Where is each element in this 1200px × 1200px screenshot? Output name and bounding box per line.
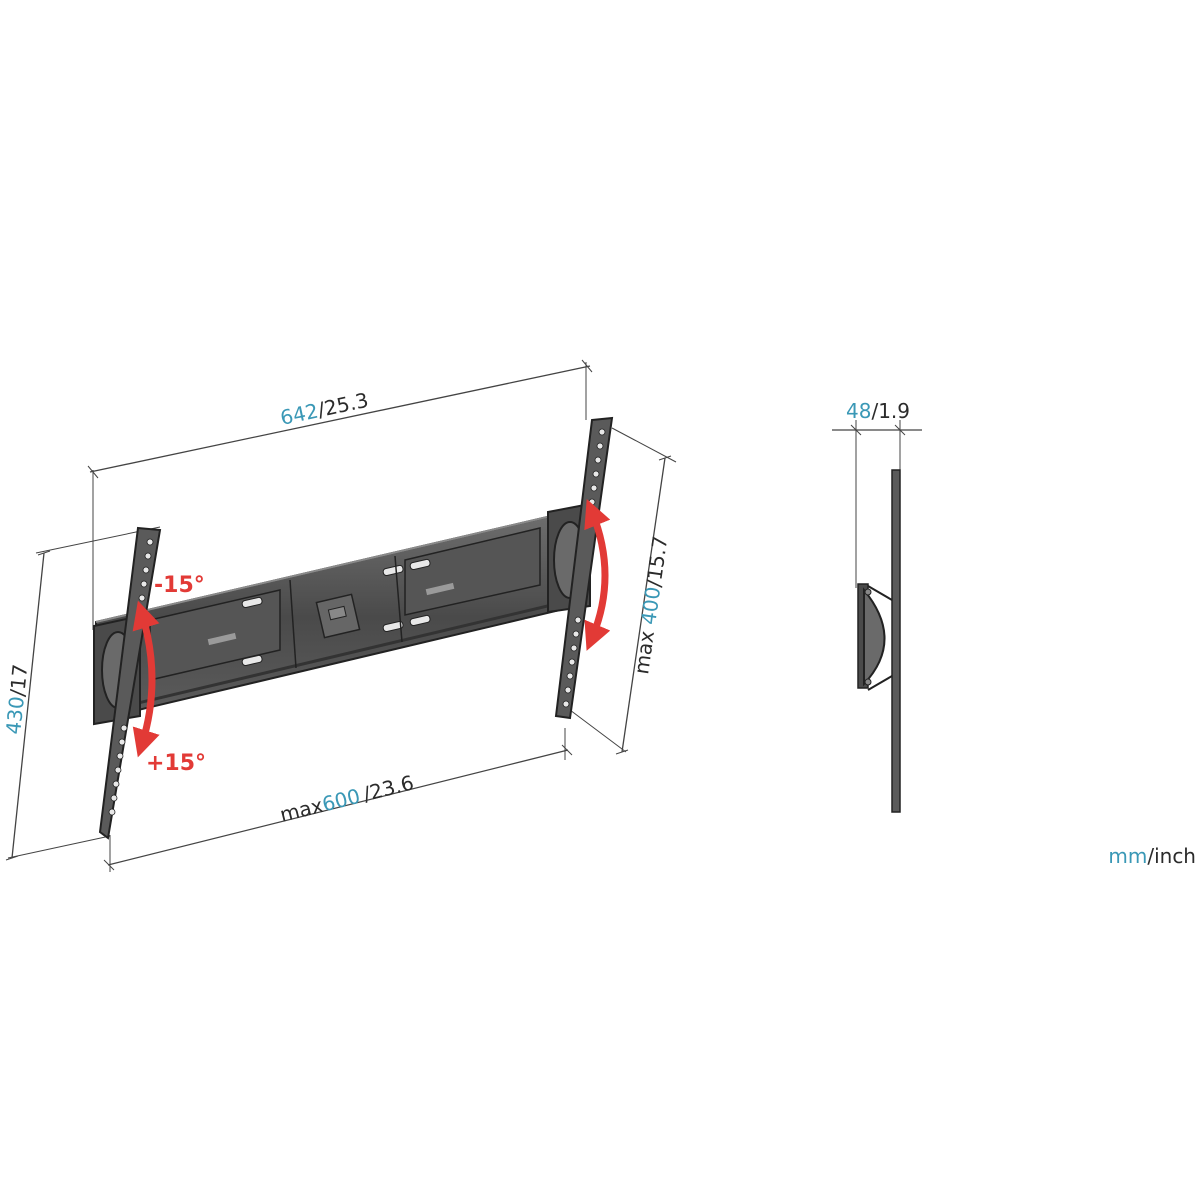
- vesa-v-prefix: max: [629, 623, 660, 676]
- right-vesa-arm: [554, 416, 614, 720]
- height-inch: /17: [5, 663, 32, 698]
- height-dimension: 430/17: [1, 526, 161, 861]
- side-view-bracket: [857, 469, 901, 813]
- tilt-arrow-left: [132, 600, 160, 758]
- vesa-h-mm: 600: [320, 784, 363, 817]
- overall-width-inch: /25.3: [315, 388, 370, 422]
- vesa-horizontal-dimension: max600/23.6: [103, 728, 573, 872]
- vesa-h-prefix: max: [277, 793, 325, 827]
- depth-inch: /1.9: [871, 399, 910, 423]
- overall-width-mm: 642: [278, 398, 320, 429]
- height-mm: 430: [1, 695, 29, 735]
- unit-imperial: /inch: [1147, 844, 1196, 868]
- tilt-down-label: +15°: [146, 751, 206, 776]
- svg-text:max600/23.6: max600/23.6: [277, 770, 416, 826]
- svg-text:430/17: 430/17: [1, 663, 32, 735]
- unit-legend: mm/inch: [1108, 844, 1196, 868]
- tilt-up-label: -15°: [154, 573, 205, 598]
- svg-text:642/25.3: 642/25.3: [278, 388, 371, 430]
- depth-mm: 48: [846, 399, 871, 423]
- vesa-v-mm: 400: [636, 585, 665, 626]
- unit-metric: mm: [1108, 844, 1148, 868]
- svg-text:48/1.9: 48/1.9: [846, 399, 910, 423]
- tilt-arrow-right: [584, 499, 611, 651]
- svg-text:max 400/15.7: max 400/15.7: [629, 534, 672, 675]
- depth-dimension: 48/1.9: [832, 399, 922, 588]
- vesa-h-inch: /23.6: [361, 770, 417, 806]
- wall-plate-bar: [95, 512, 561, 722]
- vesa-v-inch: /15.7: [641, 534, 672, 588]
